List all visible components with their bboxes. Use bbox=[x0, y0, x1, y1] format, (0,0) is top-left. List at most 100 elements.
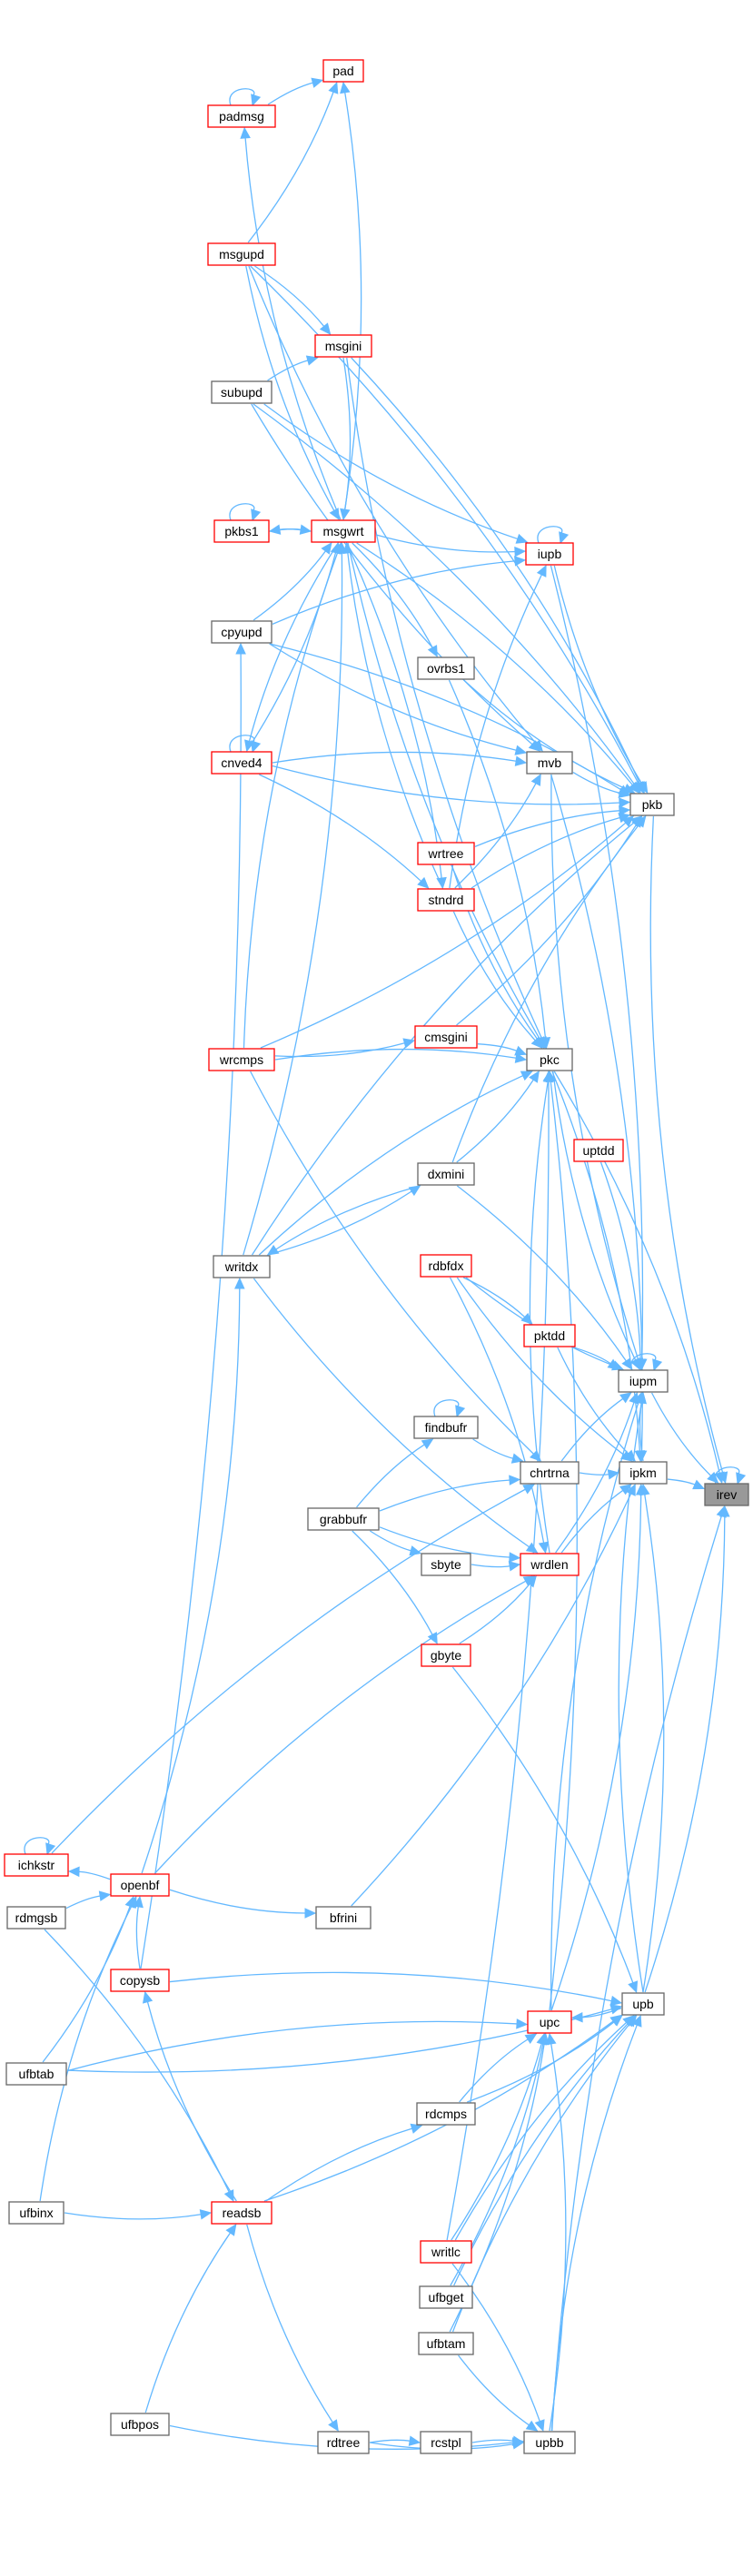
node-rdbfdx[interactable]: rdbfdx bbox=[420, 1254, 472, 1278]
node-grabbufr[interactable]: grabbufr bbox=[307, 1507, 380, 1531]
node-sbyte[interactable]: sbyte bbox=[421, 1553, 471, 1576]
node-dxmini[interactable]: dxmini bbox=[417, 1162, 475, 1186]
node-chrtrna[interactable]: chrtrna bbox=[520, 1461, 580, 1485]
node-openbf[interactable]: openbf bbox=[110, 1873, 170, 1897]
node-label-ichkstr: ichkstr bbox=[18, 1858, 55, 1872]
edge-dxmini-to-iupm bbox=[456, 1185, 633, 1370]
node-wrdlen[interactable]: wrdlen bbox=[520, 1553, 580, 1576]
node-ufbpos[interactable]: ufbpos bbox=[110, 2413, 170, 2436]
node-padmsg[interactable]: padmsg bbox=[207, 104, 276, 128]
edge-sbyte-to-wrdlen bbox=[471, 1561, 521, 1572]
node-ufbinx[interactable]: ufbinx bbox=[8, 2201, 64, 2225]
edge-stndrd-to-iupb bbox=[449, 564, 547, 889]
edge-rdmgsb-to-openbf bbox=[65, 1890, 112, 1910]
edge-upbb-to-irev bbox=[550, 1505, 727, 2432]
node-upb[interactable]: upb bbox=[621, 1992, 665, 2016]
edge-iupb-to-iupb bbox=[537, 526, 570, 545]
node-irev[interactable]: irev bbox=[704, 1483, 749, 1506]
node-cmsgini[interactable]: cmsgini bbox=[414, 1025, 478, 1049]
node-label-iupb: iupb bbox=[538, 547, 562, 561]
node-pkc[interactable]: pkc bbox=[526, 1048, 573, 1071]
node-upbb[interactable]: upbb bbox=[523, 2431, 576, 2454]
edge-openbf-to-wrdlen bbox=[154, 1575, 536, 1874]
node-ipkm[interactable]: ipkm bbox=[619, 1461, 668, 1485]
edge-msgini-to-msgwrt bbox=[340, 357, 352, 521]
edge-wrcmps-to-chrtrna bbox=[250, 1071, 542, 1462]
node-rcstpl[interactable]: rcstpl bbox=[420, 2431, 472, 2454]
node-upc[interactable]: upc bbox=[527, 2010, 572, 2034]
node-writlc[interactable]: writlc bbox=[420, 2240, 472, 2264]
node-pktdd[interactable]: pktdd bbox=[523, 1324, 576, 1347]
node-wrtree[interactable]: wrtree bbox=[417, 842, 475, 865]
node-label-gbyte: gbyte bbox=[431, 1648, 461, 1663]
edge-mvb-to-pkb bbox=[572, 772, 631, 798]
node-cnved4[interactable]: cnved4 bbox=[211, 751, 272, 775]
node-msgwrt[interactable]: msgwrt bbox=[311, 519, 376, 543]
edge-ufbget-to-upb bbox=[453, 2015, 637, 2286]
edge-cmsgini-to-pkc bbox=[477, 1043, 528, 1056]
edge-upbb-to-upb bbox=[551, 2014, 642, 2432]
node-ufbtab[interactable]: ufbtab bbox=[5, 2062, 67, 2086]
edge-cpyupd-to-iupb bbox=[272, 556, 527, 625]
node-ufbget[interactable]: ufbget bbox=[419, 2285, 473, 2309]
edge-stndrd-to-pkc bbox=[452, 911, 543, 1049]
node-uptdd[interactable]: uptdd bbox=[573, 1139, 624, 1162]
edge-cnved4-to-mvb bbox=[272, 751, 528, 766]
edge-rdtree-to-rcstpl bbox=[369, 2435, 421, 2446]
node-mvb[interactable]: mvb bbox=[526, 751, 573, 775]
edge-msgupd-to-msgwrt bbox=[245, 265, 340, 521]
edge-cpyupd-to-mvb bbox=[269, 643, 528, 755]
edge-upbb-to-upc bbox=[546, 2032, 567, 2432]
node-label-cmsgini: cmsgini bbox=[424, 1030, 467, 1044]
node-wrcmps[interactable]: wrcmps bbox=[208, 1048, 275, 1071]
node-label-upb: upb bbox=[632, 1997, 654, 2011]
node-writdx[interactable]: writdx bbox=[213, 1255, 271, 1278]
edge-grabbufr-to-wrdlen bbox=[379, 1526, 521, 1563]
node-subupd[interactable]: subupd bbox=[211, 380, 272, 404]
edge-rdcmps-to-upc bbox=[459, 2033, 538, 2103]
node-pkb[interactable]: pkb bbox=[629, 793, 675, 816]
node-ovrbs1[interactable]: ovrbs1 bbox=[417, 656, 475, 680]
node-findbufr[interactable]: findbufr bbox=[413, 1416, 479, 1439]
node-readsb[interactable]: readsb bbox=[211, 2201, 272, 2225]
edge-msgwrt-to-cnved4 bbox=[244, 542, 339, 753]
node-rdmgsb[interactable]: rdmgsb bbox=[6, 1906, 66, 1930]
node-rdtree[interactable]: rdtree bbox=[317, 2431, 370, 2454]
node-stndrd[interactable]: stndrd bbox=[417, 888, 475, 912]
node-label-upc: upc bbox=[540, 2015, 560, 2029]
node-gbyte[interactable]: gbyte bbox=[421, 1643, 471, 1667]
edge-readsb-to-rdtree bbox=[246, 2224, 339, 2433]
edge-ufbtam-to-upbb bbox=[458, 2354, 539, 2432]
node-label-iupm: iupm bbox=[629, 1374, 657, 1388]
node-iupb[interactable]: iupb bbox=[525, 542, 574, 566]
node-label-pktdd: pktdd bbox=[534, 1328, 565, 1343]
node-label-dxmini: dxmini bbox=[428, 1167, 464, 1181]
edge-cpyupd-to-msgwrt bbox=[253, 542, 332, 621]
node-label-rdmgsb: rdmgsb bbox=[15, 1910, 58, 1925]
edge-wrcmps-to-pkc bbox=[274, 1048, 528, 1063]
edge-subupd-to-pkb bbox=[253, 403, 641, 794]
edge-pkc-to-irev bbox=[553, 1071, 725, 1485]
edge-gbyte-to-upb bbox=[451, 1666, 639, 1994]
node-bfrini[interactable]: bfrini bbox=[315, 1906, 372, 1930]
node-label-ufbinx: ufbinx bbox=[19, 2206, 53, 2220]
node-copysb[interactable]: copysb bbox=[110, 1969, 170, 1992]
edge-ovrbs1-to-pkb bbox=[463, 679, 636, 794]
node-rdcmps[interactable]: rdcmps bbox=[416, 2102, 476, 2126]
edge-msgwrt-to-pkb bbox=[356, 542, 640, 794]
node-msgupd[interactable]: msgupd bbox=[207, 242, 276, 266]
edge-ufbpos-to-readsb bbox=[144, 2224, 237, 2413]
node-msgini[interactable]: msgini bbox=[314, 334, 372, 358]
edge-upc-to-pkc bbox=[545, 1070, 578, 2011]
edge-writlc-to-upc bbox=[451, 2032, 547, 2241]
node-cpyupd[interactable]: cpyupd bbox=[211, 620, 272, 644]
node-ufbtam[interactable]: ufbtam bbox=[418, 2332, 474, 2355]
node-ichkstr[interactable]: ichkstr bbox=[4, 1853, 69, 1877]
node-label-ufbtam: ufbtam bbox=[427, 2336, 466, 2351]
node-pad[interactable]: pad bbox=[322, 59, 364, 83]
node-pkbs1[interactable]: pkbs1 bbox=[213, 519, 270, 543]
edge-ufbinx-to-openbf bbox=[39, 1895, 137, 2202]
edge-grabbufr-to-sbyte bbox=[370, 1530, 422, 1556]
edge-msgini-to-pkc bbox=[346, 357, 547, 1050]
node-iupm[interactable]: iupm bbox=[618, 1369, 669, 1393]
